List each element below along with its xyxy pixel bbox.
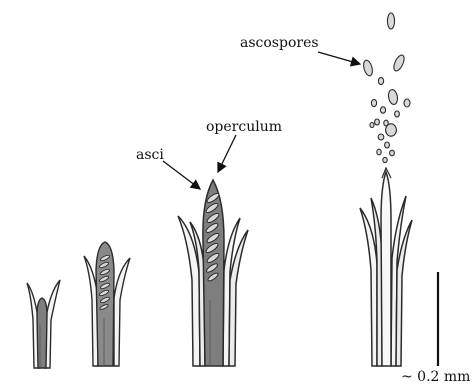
ascospores-arrow <box>318 52 360 64</box>
asci-arrow <box>163 161 200 189</box>
asci-label: asci <box>136 147 164 163</box>
ejected-ascospores <box>362 13 410 163</box>
stage-3-ascus-mature <box>178 180 248 366</box>
scale-label: ~ 0.2 mm <box>401 369 470 384</box>
operculum-label: operculum <box>206 119 282 135</box>
operculum-arrow <box>218 135 236 172</box>
stage-2-ascus-forming <box>84 242 130 366</box>
ascospores-label: ascospores <box>240 35 319 51</box>
stage-1-ascus-young <box>27 280 60 368</box>
stage-4-ascus-discharged <box>360 168 412 366</box>
